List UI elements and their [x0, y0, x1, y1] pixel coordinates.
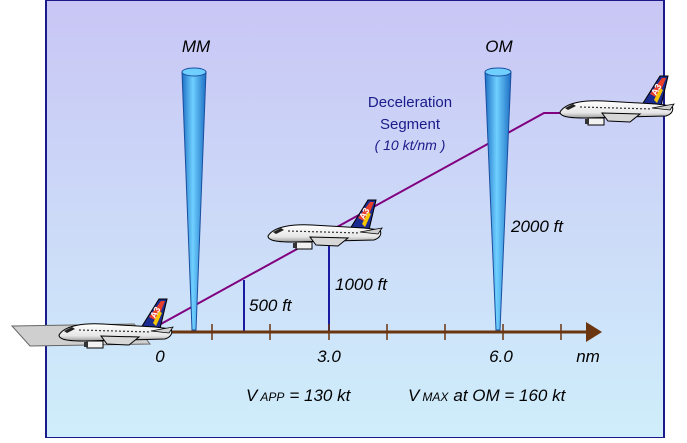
aircraft-tail-text: A3: [357, 206, 371, 221]
outer-marker-beam: [484, 67, 512, 331]
axis-tick-6: 6.0: [489, 347, 513, 366]
deceleration-rate-label: ( 10 kt/nm ): [375, 137, 446, 153]
outer-marker-label: OM: [485, 37, 513, 56]
segment-label: Segment: [380, 116, 441, 133]
altitude-2000-label: 2000 ft: [510, 217, 564, 236]
axis-tick-3: 3.0: [317, 347, 341, 366]
altitude-1000-label: 1000 ft: [335, 275, 388, 294]
middle-marker-beam: [181, 67, 207, 331]
deceleration-label: Deceleration: [368, 94, 452, 111]
altitude-500-label: 500 ft: [249, 296, 293, 315]
axis-unit-label: nm: [576, 347, 600, 366]
aircraft-tail-text: A3: [649, 82, 663, 97]
aircraft-level-segment: A3: [559, 75, 675, 126]
aircraft-mid-approach: A3: [267, 199, 383, 250]
aircraft-tail-text: A3: [148, 305, 162, 320]
middle-marker-label: MM: [182, 37, 211, 56]
aircraft-on-runway: A3: [58, 298, 174, 349]
axis-tick-0: 0: [155, 347, 165, 366]
sky-background: [45, 0, 665, 439]
distance-axis: [150, 322, 602, 342]
